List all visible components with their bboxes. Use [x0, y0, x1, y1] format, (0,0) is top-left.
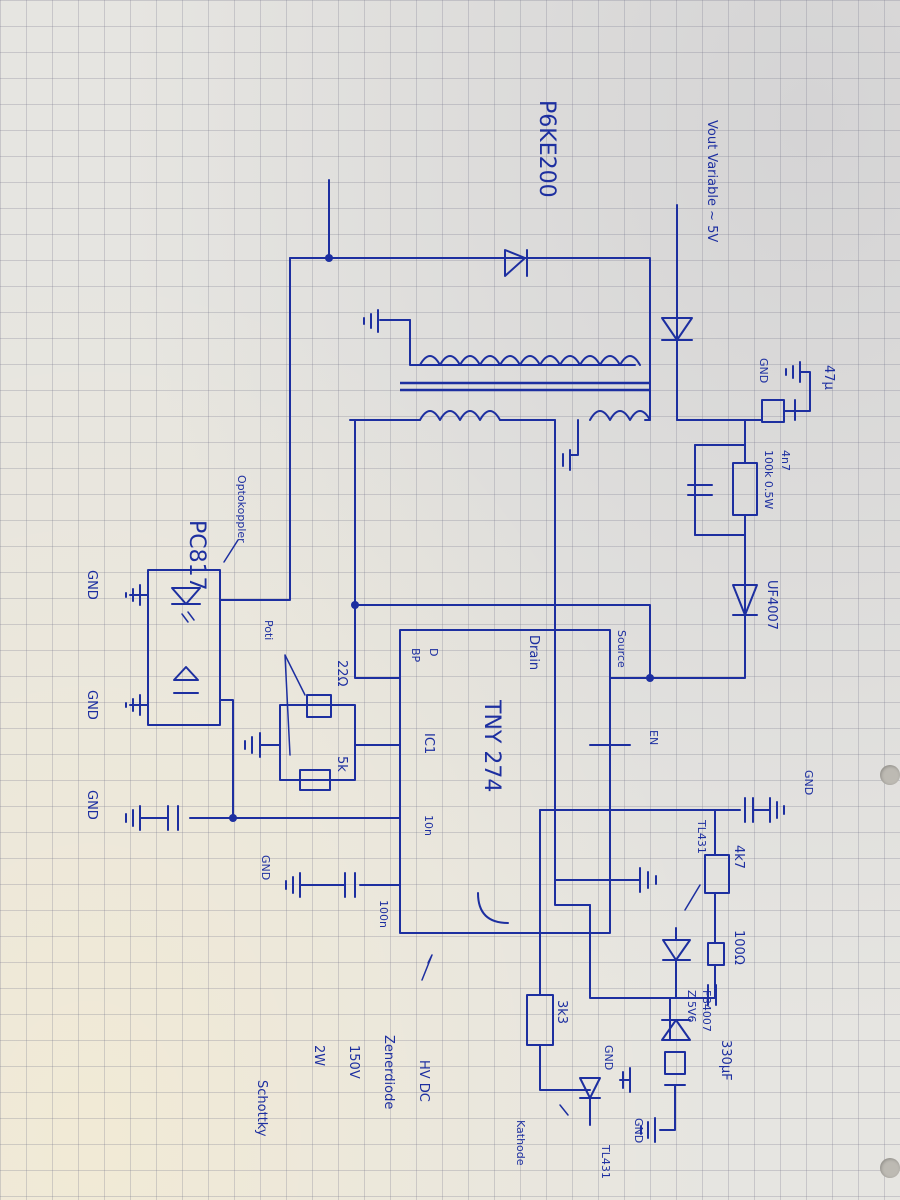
- ic-body: [399, 629, 611, 934]
- svg-text:Z 5V6: Z 5V6: [685, 990, 698, 1023]
- ic-tny274: TNY 274 Drain Source BP D EN IC1 GND 100…: [259, 419, 671, 999]
- snubber-network: 100k 0.5W 4n7 UF4007: [649, 419, 792, 679]
- svg-text:TNY 274: TNY 274: [479, 699, 504, 792]
- svg-text:Poti: Poti: [262, 620, 275, 640]
- svg-text:P6KE200: P6KE200: [534, 100, 559, 198]
- optocoupler-pc817: GND GND PC817 Optokoppler GND 10n: [84, 257, 435, 836]
- svg-text:EN: EN: [647, 730, 660, 745]
- transformer: [349, 309, 651, 471]
- schottky-diode: [579, 1077, 601, 1099]
- gnd-symbol: [244, 732, 261, 758]
- decoupling-cap: [744, 797, 754, 823]
- svg-text:TL431: TL431: [599, 1144, 612, 1179]
- svg-text:Schottky: Schottky: [254, 1080, 269, 1137]
- en-cap: [167, 805, 179, 831]
- output-diode-2: [661, 1019, 691, 1041]
- svg-text:FB4007: FB4007: [700, 990, 713, 1032]
- pot-5k: [299, 769, 331, 791]
- svg-text:Source: Source: [615, 630, 628, 668]
- opto-box: [147, 569, 221, 726]
- svg-text:UF4007: UF4007: [764, 580, 779, 630]
- bp-cap: [344, 872, 356, 898]
- svg-text:Optokoppler: Optokoppler: [235, 475, 248, 543]
- svg-text:100k 0.5W: 100k 0.5W: [762, 450, 775, 509]
- svg-text:IC1: IC1: [421, 733, 436, 754]
- svg-text:GND: GND: [757, 358, 770, 383]
- svg-text:10n: 10n: [422, 815, 435, 836]
- sense-network: GND 4k7 100Ω TL431: [539, 770, 815, 999]
- gnd-symbol: [285, 872, 301, 898]
- svg-text:100n: 100n: [377, 900, 390, 928]
- gnd-symbol: [785, 361, 801, 383]
- svg-text:GND: GND: [84, 570, 99, 600]
- opto-transistor: [173, 666, 199, 681]
- snubber-diode: [732, 584, 758, 616]
- svg-text:22Ω: 22Ω: [334, 660, 349, 687]
- punch-hole: [880, 765, 900, 785]
- gnd-symbol: [639, 867, 657, 893]
- potentiometer-network: 22Ω 5k Poti: [244, 620, 401, 791]
- svg-text:GND: GND: [84, 790, 99, 820]
- svg-text:47μ: 47μ: [821, 365, 836, 390]
- gnd-symbol: [125, 694, 141, 716]
- gnd-symbol: [363, 309, 379, 333]
- svg-text:BP: BP: [409, 648, 422, 663]
- cap-330: [707, 984, 717, 1006]
- svg-text:Zenerdiode: Zenerdiode: [381, 1035, 396, 1109]
- gnd-symbol: [769, 797, 785, 823]
- svg-text:PC817: PC817: [184, 520, 209, 591]
- secondary-winding: [419, 355, 641, 366]
- gnd-symbol: [562, 449, 571, 471]
- svg-text:GND: GND: [802, 770, 815, 795]
- svg-text:GND: GND: [602, 1045, 615, 1070]
- r-3k3: [526, 994, 554, 1046]
- output-stage-bottom: 3k3 TL431 Kathode GND GND 330μF Z 5V6 FB…: [514, 809, 733, 1179]
- svg-text:100Ω: 100Ω: [731, 930, 746, 965]
- ic-notch: [477, 892, 509, 924]
- svg-text:3k3: 3k3: [554, 1000, 569, 1024]
- svg-text:GND: GND: [84, 690, 99, 720]
- snubber-cap: [687, 484, 713, 496]
- snubber-resistor: [732, 462, 758, 516]
- side-notes: HV DC Zenerdiode 150V 2W Schottky: [254, 954, 433, 1137]
- r-22-resistor: [306, 694, 332, 718]
- svg-text:4n7: 4n7: [779, 450, 792, 471]
- punch-hole: [880, 1158, 900, 1178]
- svg-text:Drain: Drain: [526, 635, 541, 670]
- opto-led: [171, 587, 201, 605]
- tvs-diode-branch: P6KE200: [289, 100, 651, 421]
- transformer-core: [400, 381, 650, 392]
- svg-text:2W: 2W: [311, 1045, 326, 1066]
- svg-text:GND: GND: [632, 1118, 645, 1143]
- svg-text:4k7: 4k7: [731, 845, 746, 869]
- aux-winding: [589, 410, 651, 421]
- output-section: GND 47μ: [661, 204, 836, 423]
- top-note-text: Vout Variable ~ 5V: [704, 120, 719, 242]
- svg-text:GND: GND: [259, 855, 272, 880]
- gnd-symbol: [125, 584, 141, 606]
- svg-text:TL431: TL431: [695, 819, 708, 854]
- output-cap-box-2: [664, 1051, 686, 1075]
- r-sense: [704, 854, 730, 894]
- svg-text:330μF: 330μF: [718, 1040, 733, 1081]
- output-diode-symbol: [661, 317, 693, 341]
- zener-diode: [662, 939, 691, 961]
- svg-text:HV DC: HV DC: [416, 1060, 431, 1102]
- svg-text:5k: 5k: [334, 756, 349, 772]
- tvs-diode: [504, 249, 526, 277]
- r-100: [707, 942, 725, 966]
- arrow-note: [421, 954, 433, 981]
- gnd-symbol: [640, 1117, 656, 1143]
- svg-text:D: D: [427, 648, 440, 656]
- gnd-symbol: [622, 1067, 631, 1093]
- svg-text:150V: 150V: [346, 1045, 361, 1079]
- gnd-symbol: [125, 805, 141, 831]
- output-cap-box: [761, 399, 785, 423]
- top-note: Vout Variable ~ 5V: [704, 120, 719, 242]
- primary-winding: [419, 410, 501, 421]
- svg-text:Kathode: Kathode: [514, 1120, 527, 1166]
